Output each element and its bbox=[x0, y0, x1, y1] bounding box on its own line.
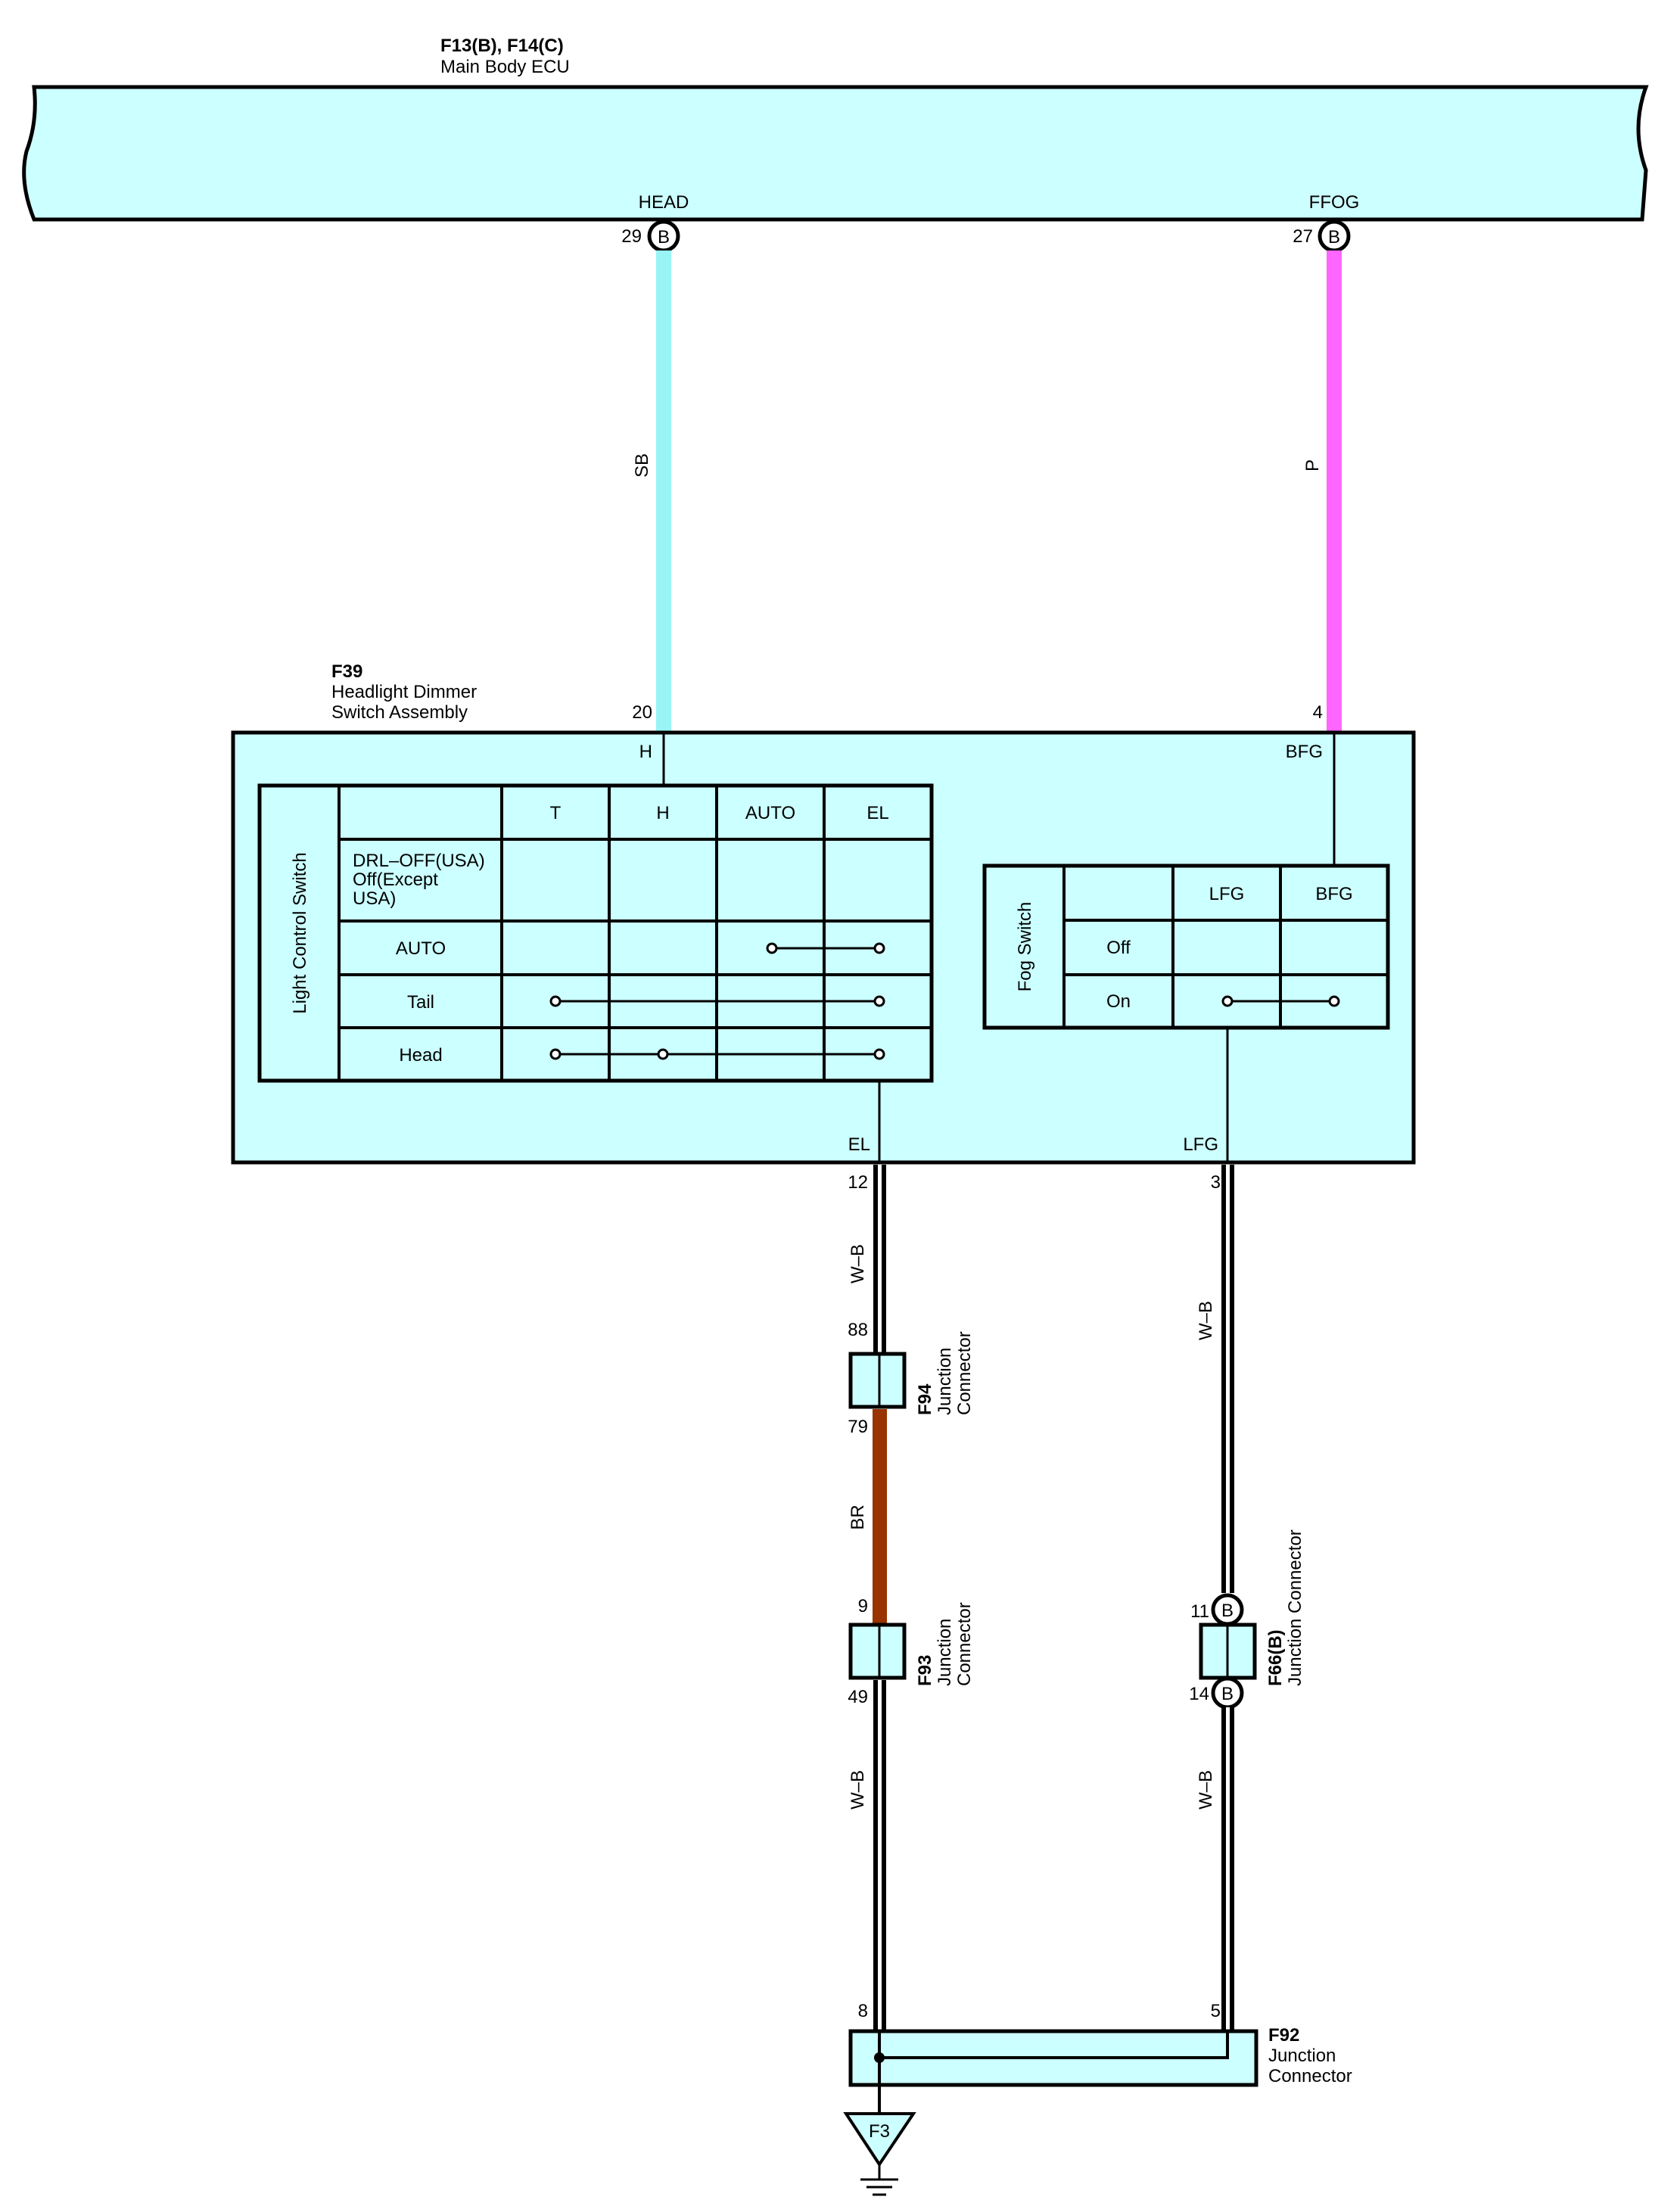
ecu-pin-ffog-badge: B bbox=[1328, 227, 1340, 247]
f94-name-line2: Connector bbox=[954, 1331, 975, 1415]
fog-col-lfg: LFG bbox=[1209, 884, 1245, 904]
ground-icon bbox=[860, 2164, 898, 2196]
wire-wb-el-upper-label: W–B bbox=[848, 1244, 868, 1283]
ecu-body bbox=[22, 85, 1649, 222]
light-row-head: Head bbox=[399, 1045, 442, 1066]
ecu-pin-head-badge: B bbox=[658, 227, 670, 247]
switch-pin-lfg-number: 3 bbox=[1211, 1172, 1221, 1193]
light-col-auto: AUTO bbox=[745, 803, 795, 823]
wire-p bbox=[1327, 250, 1342, 733]
switch-assembly-name-line2: Switch Assembly bbox=[331, 702, 468, 723]
ecu-pin-head-label: HEAD bbox=[639, 192, 689, 213]
f92-pin-left: 8 bbox=[858, 2001, 868, 2021]
light-row-drl-off-line1: DRL–OFF(USA) bbox=[353, 851, 485, 871]
wire-wb-el-lower-label: W–B bbox=[848, 1770, 868, 1809]
f66-pin-top: 11 bbox=[1190, 1601, 1209, 1622]
f92-bus bbox=[878, 2031, 1229, 2059]
f93-name-line2: Connector bbox=[954, 1602, 975, 1686]
fog-row-off: Off bbox=[1106, 938, 1131, 958]
f92-id: F92 bbox=[1268, 2025, 1299, 2046]
switch-pin-el-number: 12 bbox=[848, 1172, 868, 1193]
light-row-drl-off-line2: Off(Except bbox=[353, 870, 438, 890]
switch-pin-el-label: EL bbox=[848, 1134, 870, 1155]
f92-name-line1: Junction bbox=[1268, 2046, 1336, 2066]
fog-table-side-label: Fog Switch bbox=[1015, 902, 1035, 992]
light-table-side-label: Light Control Switch bbox=[290, 852, 310, 1013]
light-row-tail: Tail bbox=[407, 992, 434, 1013]
fog-row-on: On bbox=[1106, 991, 1131, 1012]
f93-pin-top: 9 bbox=[858, 1596, 868, 1616]
light-col-h: H bbox=[656, 803, 669, 823]
switch-assembly-id: F39 bbox=[331, 661, 362, 682]
light-continuity-marks bbox=[549, 942, 885, 1060]
fog-col-bfg: BFG bbox=[1315, 884, 1352, 904]
f92-pin-right: 5 bbox=[1211, 2001, 1221, 2021]
ecu-name: Main Body ECU bbox=[440, 57, 570, 77]
f93-pin-bottom: 49 bbox=[848, 1687, 868, 1707]
f94-body bbox=[848, 1352, 907, 1409]
f66-pin-bottom: 14 bbox=[1189, 1684, 1209, 1704]
wire-wb-lfg-lower-label: W–B bbox=[1196, 1770, 1216, 1809]
wire-wb-lfg-upper-label: W–B bbox=[1196, 1301, 1216, 1340]
light-control-switch-table bbox=[257, 783, 934, 1083]
wire-wb-el-upper bbox=[873, 1165, 886, 1354]
ecu-pin-ffog-number: 27 bbox=[1293, 226, 1313, 247]
f66-id: F66(B) bbox=[1265, 1629, 1286, 1686]
fog-switch-table bbox=[982, 863, 1390, 1030]
ecu-pin-head-number: 29 bbox=[621, 226, 642, 247]
switch-pin-h-label: H bbox=[639, 742, 652, 762]
f94-pin-top: 88 bbox=[848, 1320, 868, 1340]
switch-pin-h-number: 20 bbox=[632, 702, 652, 723]
light-row-auto: AUTO bbox=[396, 938, 446, 959]
light-col-t: T bbox=[550, 803, 562, 823]
wire-sb-label: SB bbox=[632, 453, 652, 478]
switch-pin-bfg-label: BFG bbox=[1286, 742, 1323, 762]
ecu-id: F13(B), F14(C) bbox=[440, 36, 564, 56]
switch-pin-lfg-label: LFG bbox=[1183, 1134, 1218, 1155]
f94-pin-bottom: 79 bbox=[848, 1417, 868, 1437]
f66-name: Junction Connector bbox=[1285, 1529, 1305, 1686]
wire-p-label: P bbox=[1302, 459, 1323, 471]
fog-continuity-marks bbox=[1221, 995, 1340, 1007]
f93-body bbox=[848, 1623, 907, 1680]
f93-id: F93 bbox=[915, 1655, 935, 1686]
wire-br-label: BR bbox=[848, 1504, 868, 1529]
f94-name-line1: Junction bbox=[935, 1348, 955, 1415]
ecu-pin-ffog-label: FFOG bbox=[1309, 192, 1360, 213]
light-col-el: EL bbox=[866, 803, 888, 823]
f66-pin-bottom-badge: B bbox=[1221, 1684, 1234, 1704]
ground-triangle bbox=[843, 2112, 916, 2167]
f66-pin-top-badge: B bbox=[1221, 1601, 1234, 1621]
wire-br bbox=[873, 1409, 887, 1624]
f93-name-line1: Junction bbox=[935, 1619, 955, 1686]
wire-wb-lfg-lower bbox=[1221, 1707, 1234, 2031]
f92-name-line2: Connector bbox=[1268, 2066, 1352, 2086]
ground-label: F3 bbox=[869, 2121, 890, 2142]
wire-wb-el-lower bbox=[873, 1680, 886, 2031]
light-row-drl-off-line3: USA) bbox=[353, 888, 396, 909]
switch-assembly-name-line1: Headlight Dimmer bbox=[331, 682, 477, 702]
switch-pin-bfg-number: 4 bbox=[1313, 702, 1323, 723]
wire-sb bbox=[656, 250, 671, 733]
f94-id: F94 bbox=[915, 1383, 935, 1415]
wire-wb-lfg-upper bbox=[1221, 1165, 1234, 1593]
